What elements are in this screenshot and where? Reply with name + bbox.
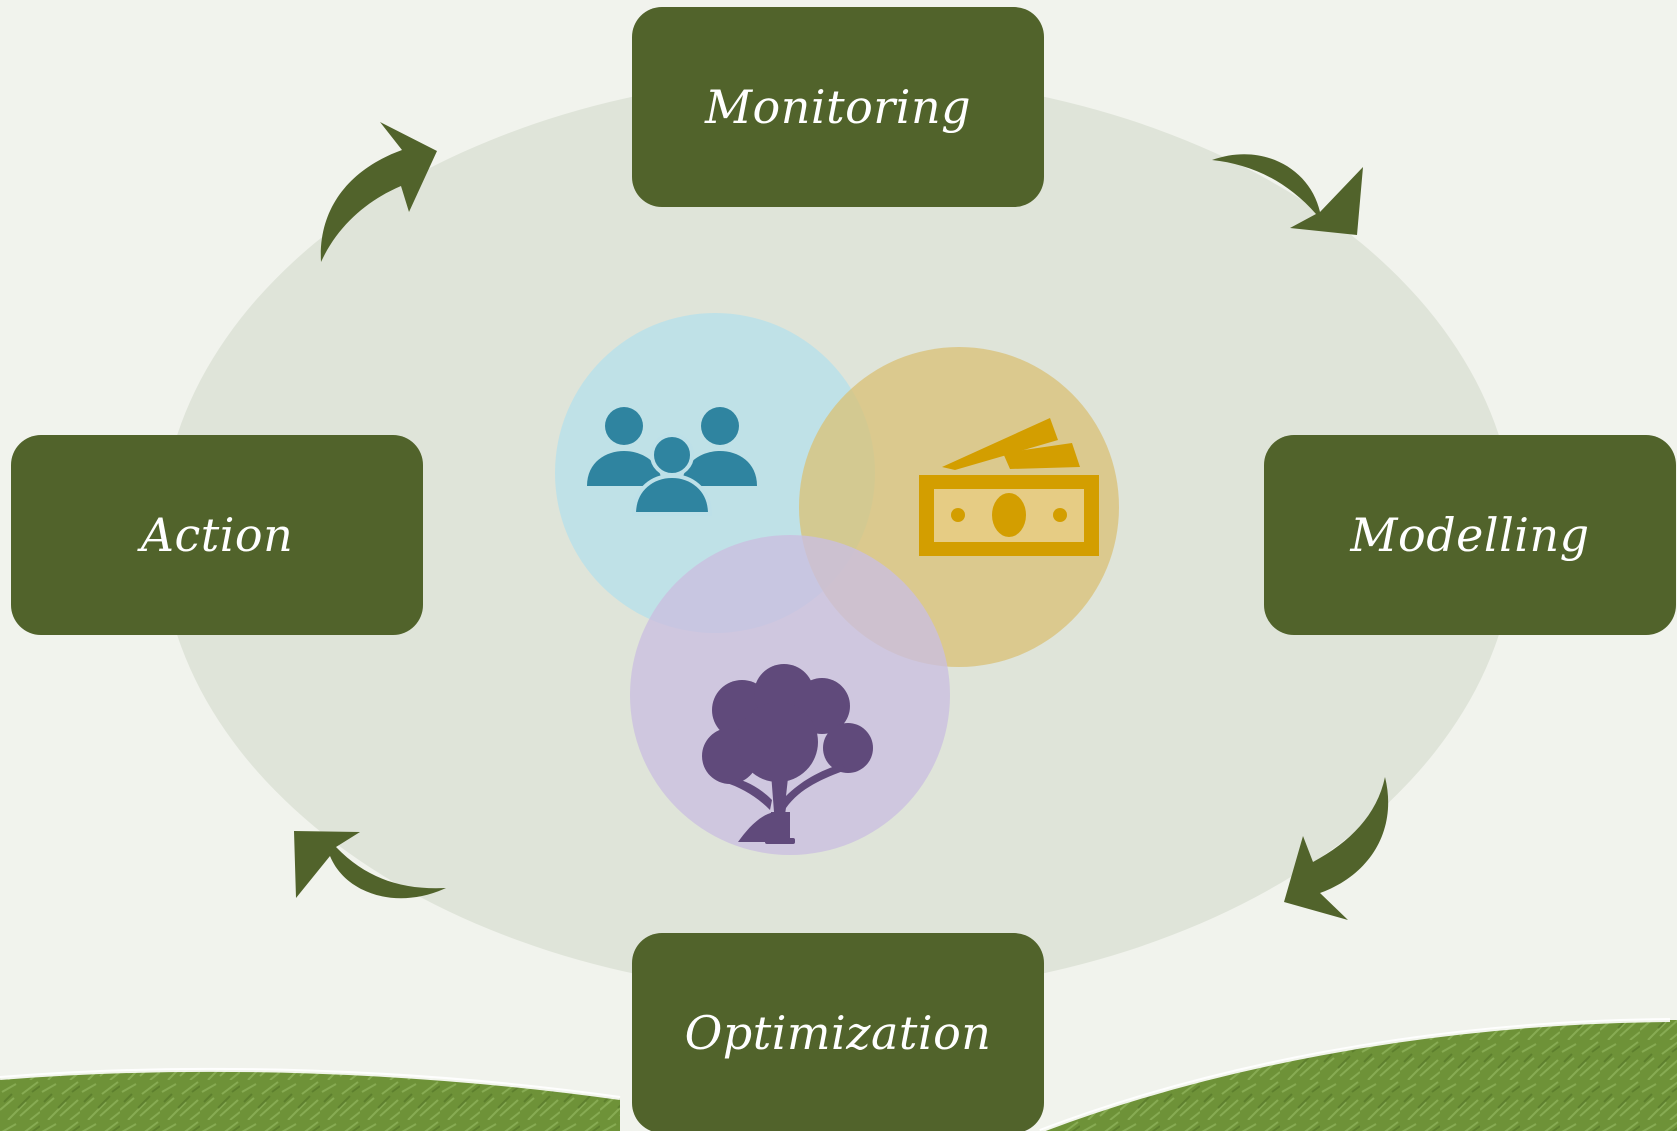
optimization-box: Optimization (632, 933, 1044, 1131)
action-label: Action (140, 508, 294, 562)
grass-ground-right (1040, 1020, 1677, 1131)
modelling-box: Modelling (1264, 435, 1676, 635)
grass-ground (0, 1069, 620, 1131)
monitoring-box: Monitoring (632, 7, 1044, 207)
arrow-monitoring-to-modelling (1212, 154, 1363, 235)
modelling-label: Modelling (1350, 508, 1590, 562)
arrow-action-to-monitoring (320, 122, 437, 262)
money-bills-icon (919, 418, 1099, 556)
monitoring-label: Monitoring (704, 80, 972, 134)
arrow-modelling-to-optimization (1284, 777, 1389, 920)
tree-icon (702, 664, 873, 844)
people-group-icon (587, 407, 757, 516)
action-box: Action (11, 435, 423, 635)
arrow-optimization-to-action (294, 831, 446, 899)
optimization-label: Optimization (684, 1006, 992, 1060)
